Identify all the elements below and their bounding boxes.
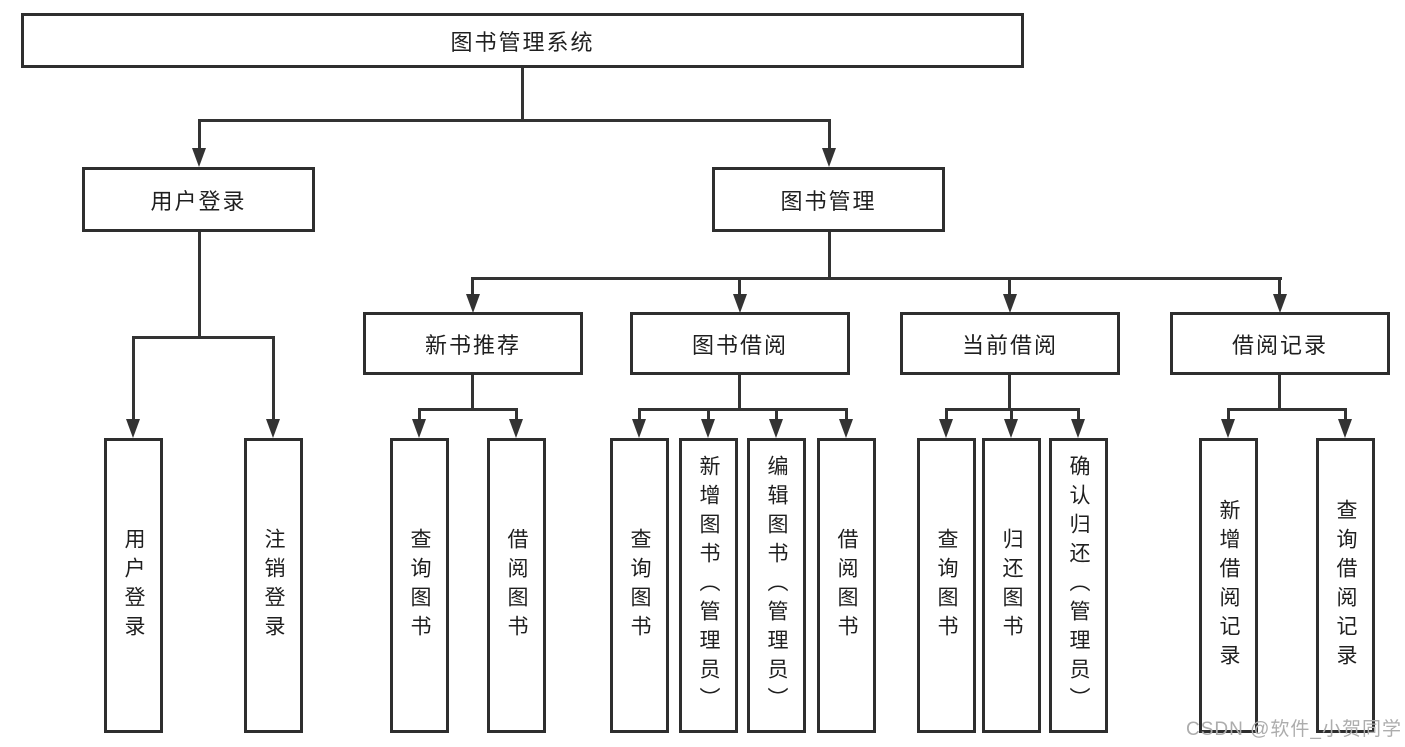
node-book-borrow-label: 图书借阅 <box>691 332 788 358</box>
leaf-add-books-admin: 新增图书（管理员） <box>679 438 738 733</box>
node-new-book-recommend: 新书推荐 <box>363 312 583 375</box>
leaf-add-books-admin-label: 新增图书（管理员） <box>697 455 720 716</box>
arrow-down-icon <box>466 294 480 313</box>
node-user-login: 用户登录 <box>82 167 315 232</box>
connector-level3-branch <box>471 277 1282 280</box>
connector-root-stem <box>521 68 524 122</box>
connector-level3-drop <box>471 277 474 296</box>
connector-leaf-drop <box>845 408 848 422</box>
leaf-recommend-borrow-books: 借阅图书 <box>487 438 546 733</box>
connector-book-borrow-stem <box>738 375 741 411</box>
leaf-current-query-books-label: 查询图书 <box>935 527 958 644</box>
leaf-query-borrow-record: 查询借阅记录 <box>1316 438 1375 733</box>
connector-leaf-drop <box>707 408 710 422</box>
leaf-user-login-label: 用户登录 <box>122 527 145 644</box>
connector-leaf-drop <box>1010 408 1013 422</box>
arrow-down-icon <box>126 419 140 438</box>
connector-borrow-record-stem <box>1278 375 1281 411</box>
arrow-down-icon <box>769 419 783 438</box>
leaf-edit-books-admin-label: 编辑图书（管理员） <box>765 455 788 716</box>
node-root-label: 图书管理系统 <box>450 29 595 55</box>
connector-leaf-drop <box>132 336 135 420</box>
connector-book-management-stem <box>828 232 831 280</box>
arrow-down-icon <box>822 148 836 167</box>
leaf-return-books: 归还图书 <box>982 438 1041 733</box>
connector-leaf-drop <box>638 408 641 422</box>
leaf-borrow-query-books-label: 查询图书 <box>628 527 651 644</box>
connector-leaf-drop <box>515 408 518 422</box>
leaf-borrow-books: 借阅图书 <box>817 438 876 733</box>
connector-leaf-drop <box>945 408 948 422</box>
leaf-logout: 注销登录 <box>244 438 303 733</box>
connector-leaf-drop <box>1227 408 1230 422</box>
arrow-down-icon <box>266 419 280 438</box>
arrow-down-icon <box>1003 294 1017 313</box>
leaf-recommend-query-books: 查询图书 <box>390 438 449 733</box>
watermark: CSDN @软件_小贺同学 <box>1186 719 1402 740</box>
arrow-down-icon <box>412 419 426 438</box>
connector-leaf-drop <box>775 408 778 422</box>
connector-leaf-drop <box>418 408 421 422</box>
leaf-confirm-return-admin-label: 确认归还（管理员） <box>1067 455 1090 716</box>
node-new-book-recommend-label: 新书推荐 <box>424 332 521 358</box>
connector-leaf-drop <box>272 336 275 420</box>
connector-user-login-branch <box>132 336 275 339</box>
connector-user-login-drop <box>198 119 201 150</box>
leaf-borrow-query-books: 查询图书 <box>610 438 669 733</box>
leaf-recommend-borrow-books-label: 借阅图书 <box>505 527 528 644</box>
arrow-down-icon <box>939 419 953 438</box>
arrow-down-icon <box>1338 419 1352 438</box>
arrow-down-icon <box>733 294 747 313</box>
connector-level3-drop <box>1008 277 1011 296</box>
leaf-borrow-books-label: 借阅图书 <box>835 527 858 644</box>
connector-recommend-branch <box>418 408 518 411</box>
arrow-down-icon <box>1221 419 1235 438</box>
node-user-login-label: 用户登录 <box>150 188 247 214</box>
arrow-down-icon <box>1004 419 1018 438</box>
connector-leaf-drop <box>1077 408 1080 422</box>
node-borrow-record: 借阅记录 <box>1170 312 1390 375</box>
connector-borrow-record-branch <box>1227 408 1347 411</box>
leaf-return-books-label: 归还图书 <box>1000 527 1023 644</box>
node-book-borrow: 图书借阅 <box>630 312 850 375</box>
leaf-confirm-return-admin: 确认归还（管理员） <box>1049 438 1108 733</box>
connector-level3-drop <box>1278 277 1281 296</box>
connector-recommend-stem <box>471 375 474 411</box>
arrow-down-icon <box>1071 419 1085 438</box>
connector-user-login-stem <box>198 232 201 339</box>
arrow-down-icon <box>192 148 206 167</box>
node-book-management: 图书管理 <box>712 167 945 232</box>
connector-level2-branch <box>198 119 831 122</box>
connector-book-management-drop <box>828 119 831 150</box>
node-current-borrow: 当前借阅 <box>900 312 1120 375</box>
leaf-add-borrow-record: 新增借阅记录 <box>1199 438 1258 733</box>
arrow-down-icon <box>632 419 646 438</box>
leaf-logout-label: 注销登录 <box>262 527 285 644</box>
node-root: 图书管理系统 <box>21 13 1024 68</box>
connector-level3-drop <box>738 277 741 296</box>
connector-leaf-drop <box>1344 408 1347 422</box>
arrow-down-icon <box>1273 294 1287 313</box>
leaf-add-borrow-record-label: 新增借阅记录 <box>1217 498 1240 673</box>
leaf-current-query-books: 查询图书 <box>917 438 976 733</box>
node-current-borrow-label: 当前借阅 <box>961 332 1058 358</box>
arrow-down-icon <box>839 419 853 438</box>
leaf-user-login: 用户登录 <box>104 438 163 733</box>
connector-current-borrow-stem <box>1008 375 1011 411</box>
leaf-edit-books-admin: 编辑图书（管理员） <box>747 438 806 733</box>
leaf-recommend-query-books-label: 查询图书 <box>408 527 431 644</box>
connector-book-borrow-branch <box>638 408 848 411</box>
arrow-down-icon <box>509 419 523 438</box>
node-borrow-record-label: 借阅记录 <box>1231 332 1328 358</box>
leaf-query-borrow-record-label: 查询借阅记录 <box>1334 498 1357 673</box>
arrow-down-icon <box>701 419 715 438</box>
node-book-management-label: 图书管理 <box>780 188 877 214</box>
